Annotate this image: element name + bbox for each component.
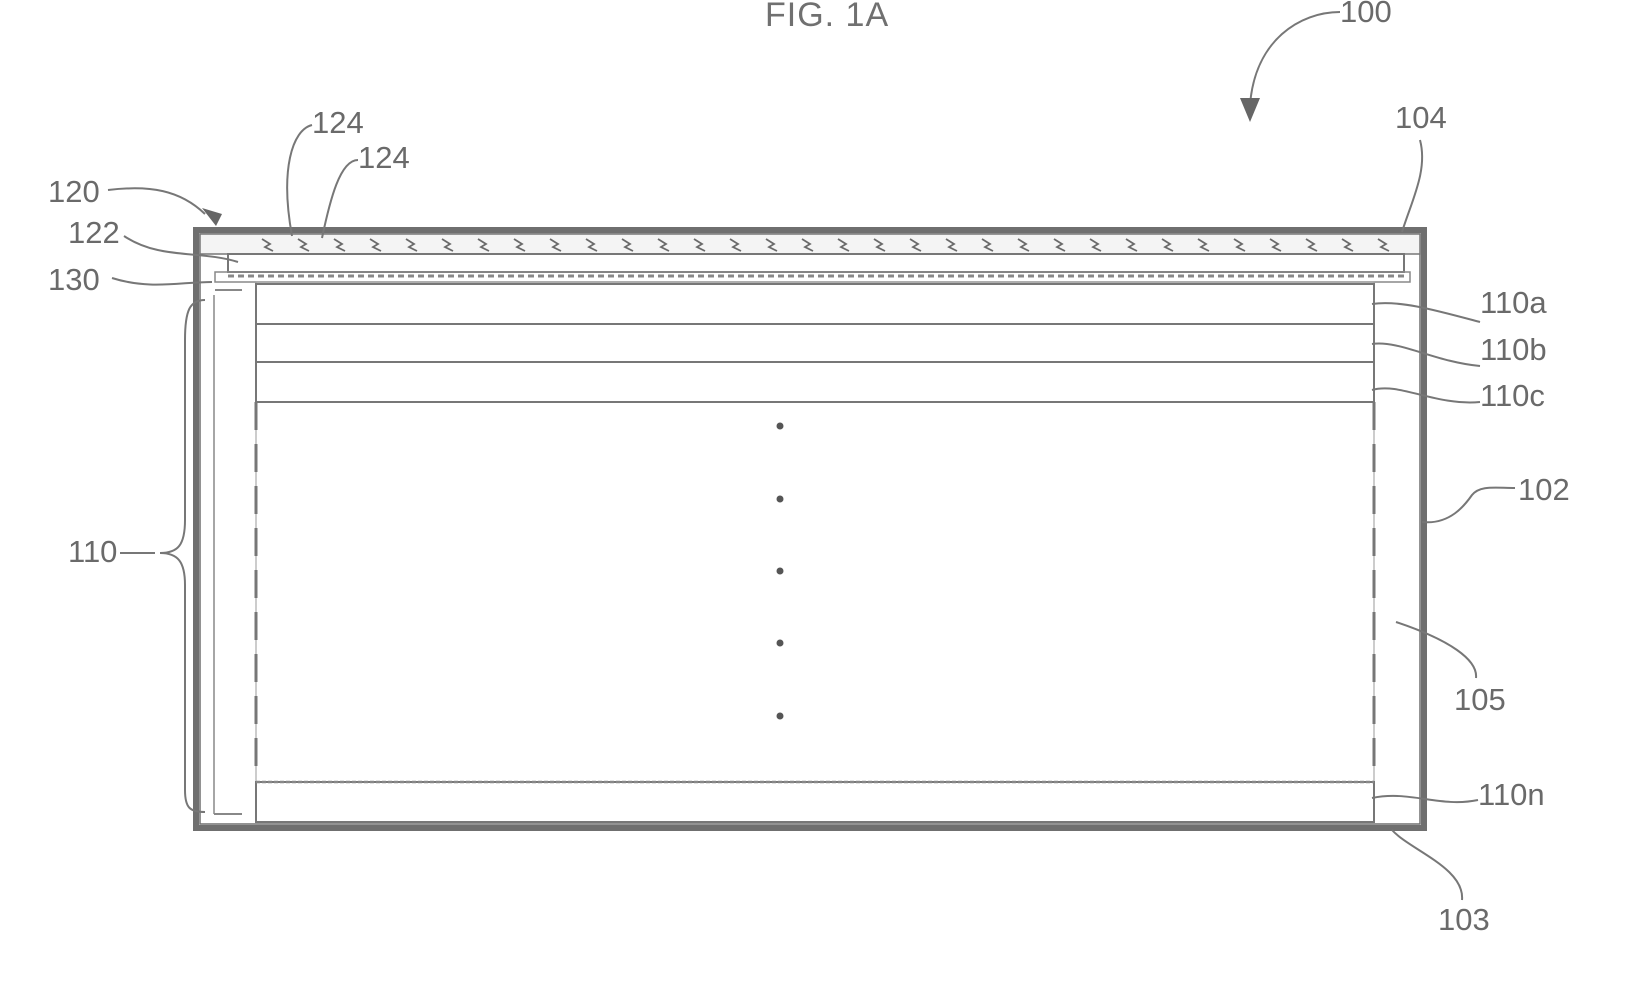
ellipsis-dot [777, 640, 784, 647]
label-110: 110 [68, 534, 117, 569]
ellipsis-dots [777, 423, 784, 720]
cell-110c [256, 362, 1374, 402]
label-102: 102 [1518, 472, 1570, 507]
cell-110n [256, 782, 1374, 822]
label-110a: 110a [1480, 285, 1547, 320]
label-120: 120 [48, 174, 100, 209]
label-103: 103 [1438, 902, 1490, 937]
label-110c: 110c [1480, 378, 1545, 413]
label-124-a: 124 [312, 105, 364, 140]
cell-110a [256, 284, 1374, 324]
label-100: 100 [1340, 0, 1392, 29]
leader-124-a [287, 125, 312, 236]
leader-105 [1396, 622, 1476, 678]
leader-104 [1402, 140, 1422, 232]
label-110b: 110b [1480, 332, 1547, 367]
label-124-b: 124 [358, 140, 410, 175]
leader-120-arrowhead [202, 208, 222, 226]
arrow-100-lead [1250, 12, 1340, 105]
layer-122 [228, 254, 1404, 272]
label-110n: 110n [1478, 777, 1545, 812]
arrow-100-head [1240, 98, 1260, 122]
ellipsis-dot [777, 713, 784, 720]
label-122: 122 [68, 215, 120, 250]
leader-120 [108, 188, 205, 214]
label-105: 105 [1454, 682, 1506, 717]
figure-title: FIG. 1A [765, 0, 889, 34]
leader-102 [1422, 488, 1515, 523]
leader-124-b [322, 160, 358, 238]
label-104: 104 [1395, 100, 1447, 135]
ellipsis-dot [777, 423, 784, 430]
cell-110b [256, 324, 1374, 362]
leader-103 [1392, 830, 1462, 900]
ellipsis-dot [777, 496, 784, 503]
label-130: 130 [48, 262, 100, 297]
ellipsis-dot [777, 568, 784, 575]
